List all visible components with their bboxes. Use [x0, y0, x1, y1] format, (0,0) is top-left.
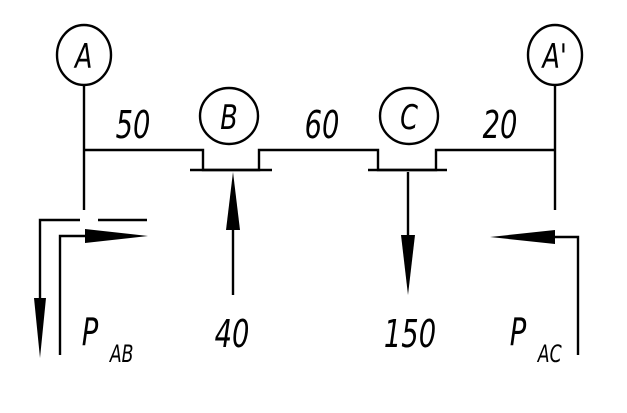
node-a-label: A	[73, 37, 92, 77]
reaction-ab-arrow	[34, 218, 148, 358]
load-b-label: 40	[215, 311, 250, 356]
load-b-arrowhead	[226, 172, 240, 230]
node-c-label: C	[400, 98, 418, 138]
load-c-arrow	[401, 172, 415, 295]
load-c-label: 150	[384, 311, 436, 356]
reaction-ab-down-arrowhead	[34, 298, 46, 358]
reaction-ab-inner-line	[58, 234, 90, 355]
reaction-ab-right-arrowhead	[85, 229, 148, 243]
reaction-ac-label: P AC	[510, 309, 562, 367]
main-pipeline	[84, 148, 555, 172]
reaction-ab-main: P	[82, 309, 99, 354]
node-a: A	[55, 23, 113, 87]
node-b-label: B	[220, 98, 238, 138]
reaction-ac-main: P	[510, 309, 527, 354]
reaction-ac-left-arrowhead	[490, 230, 555, 244]
node-c: C	[378, 86, 440, 146]
node-a-prime: A'	[526, 23, 584, 87]
reaction-ac-arrow	[490, 230, 580, 355]
reaction-ac-line	[545, 235, 580, 355]
reaction-ab-label: P AB	[82, 309, 134, 367]
node-b: B	[198, 86, 260, 146]
span-bc-label: 60	[305, 102, 340, 147]
span-ab-label: 50	[116, 102, 151, 147]
reaction-ab-outer-line	[38, 218, 80, 300]
reaction-ac-sub: AC	[536, 340, 562, 368]
reaction-ab-sub: AB	[108, 340, 133, 368]
span-ca-label: 20	[483, 102, 518, 147]
load-b-arrow	[226, 172, 240, 295]
node-a-prime-label: A'	[541, 37, 567, 77]
node-b-circle	[198, 86, 260, 146]
load-c-arrowhead	[401, 235, 415, 295]
node-c-circle	[378, 86, 440, 146]
